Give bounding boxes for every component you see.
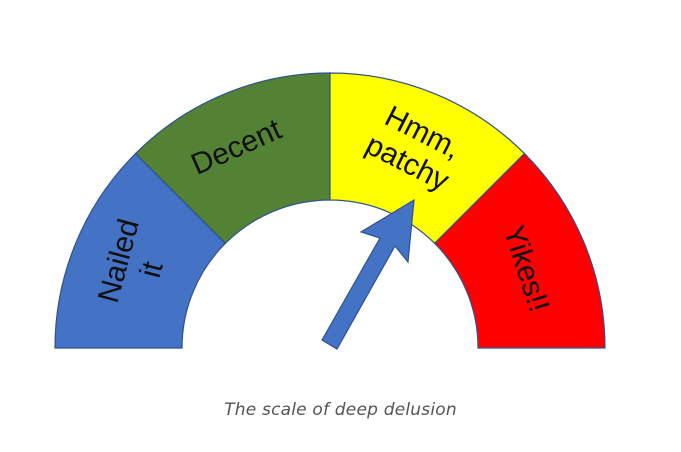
gauge-pointer-arrow-icon [321, 198, 415, 350]
caption: The scale of deep delusion [224, 400, 457, 420]
gauge-segment-yikes [433, 152, 606, 349]
